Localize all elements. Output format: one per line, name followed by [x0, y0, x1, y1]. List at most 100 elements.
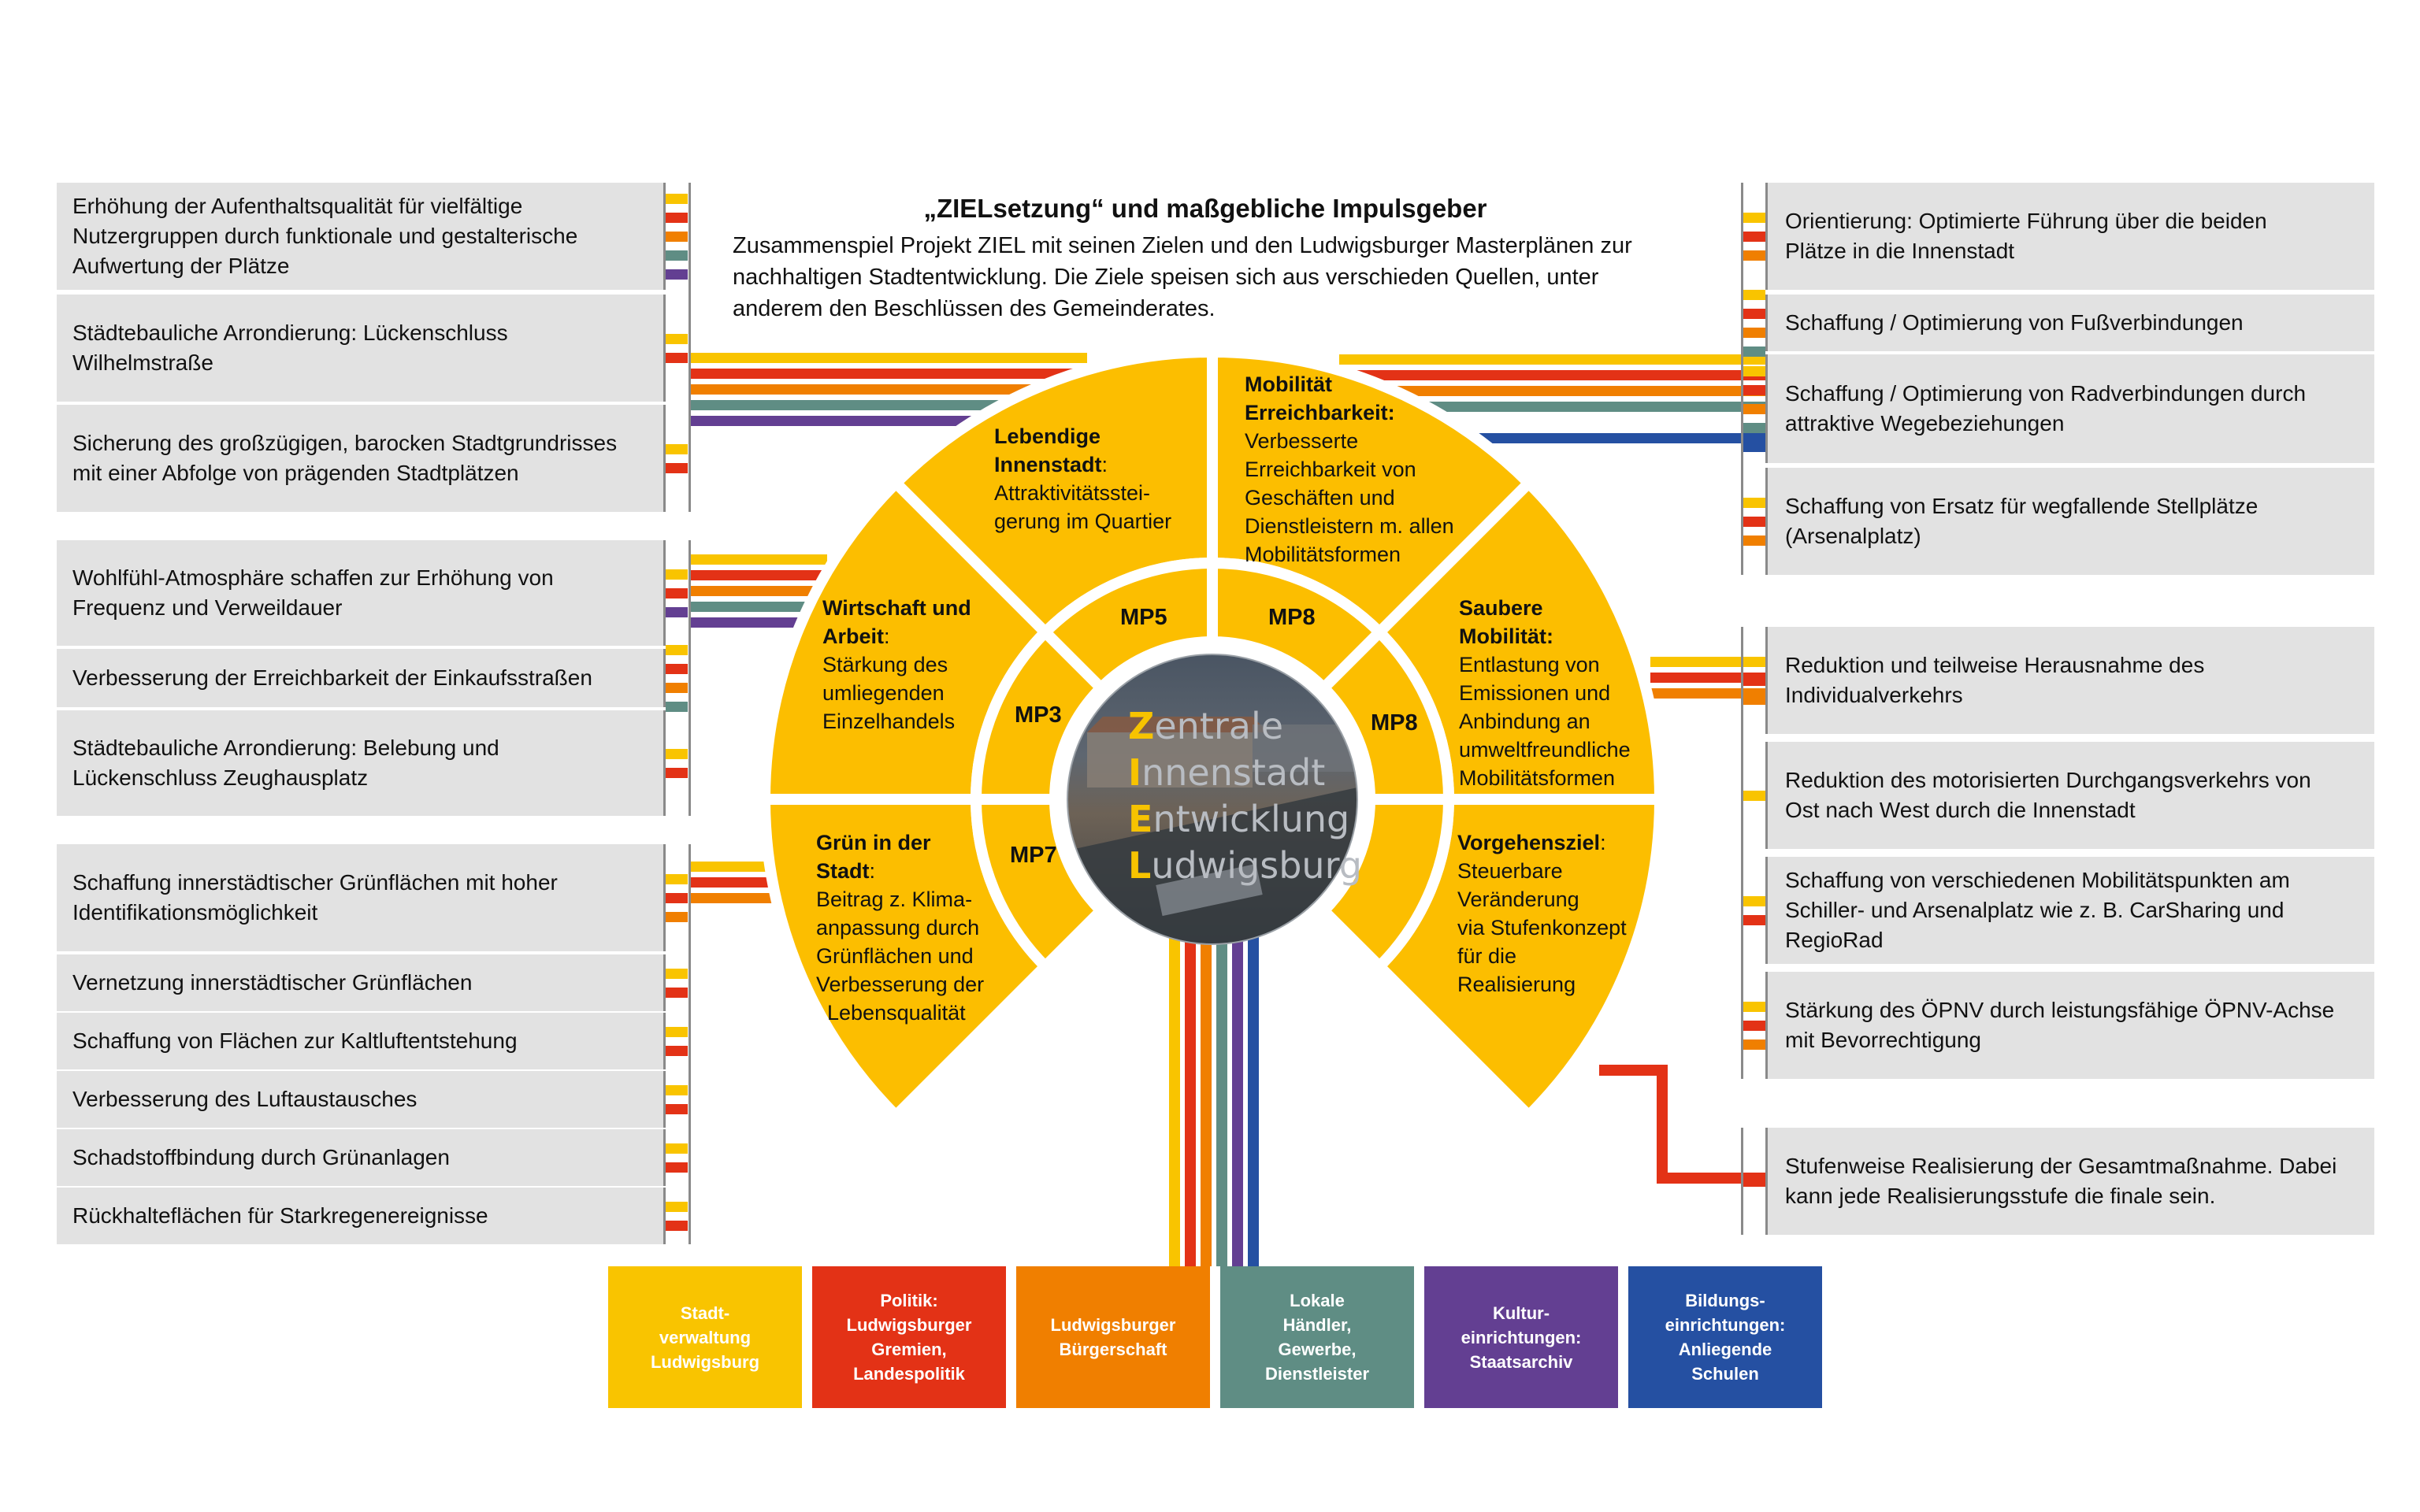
connector-bildung [1418, 433, 1765, 443]
marker-buergerschaft [1743, 536, 1765, 546]
goal-text: Städtebauliche Arrondierung: Belebung un… [72, 733, 499, 793]
stakeholder-line: Ludwigsburger [846, 1315, 972, 1335]
goal-text: Verbesserung des Luftaustausches [72, 1084, 417, 1114]
marker-buergerschaft [1743, 1040, 1765, 1050]
left-goal-box: Schaffung von Flächen zur Kaltluftentste… [57, 1013, 663, 1069]
goal-line: Lückenschluss Zeughausplatz [72, 765, 369, 790]
connector-stadtverwaltung [689, 862, 772, 872]
goal-text: Orientierung: Optimierte Führung über di… [1785, 206, 2267, 266]
box-separator [1765, 295, 1768, 351]
group-separator [689, 183, 691, 512]
group-separator [1741, 627, 1743, 1079]
box-separator [663, 405, 666, 512]
goal-text: Städtebauliche Arrondierung: Lückenschlu… [72, 318, 508, 378]
connector-politik-elbow [1599, 1065, 1765, 1184]
goal-text: Sicherung des großzügigen, barocken Stad… [72, 428, 617, 488]
connector-haendler [689, 602, 827, 612]
mp-label-mp8-right: MP8 [1371, 710, 1418, 736]
box-separator [663, 1129, 666, 1186]
left-goal-box: Sicherung des großzügigen, barocken Stad… [57, 405, 663, 512]
box-separator [1765, 627, 1768, 734]
goal-text: Schaffung / Optimierung von Radverbindun… [1785, 379, 2306, 439]
left-goal-box: Rückhalteflächen für Starkregenereigniss… [57, 1188, 663, 1244]
ziel-line: Zentrale [1128, 705, 1284, 747]
goal-line: Schadstoffbindung durch Grünanlagen [72, 1145, 450, 1169]
right-goal-box: Stufenweise Realisierung der Gesamtmaßna… [1768, 1128, 2374, 1235]
goal-line: Erhöhung der Aufenthaltsqualität für vie… [72, 194, 523, 218]
stakeholder-kultur: Kultur-einrichtungen:Staatsarchiv [1424, 1266, 1618, 1408]
goal-text: Vernetzung innerstädtischer Grünflächen [72, 968, 472, 998]
stakeholder-line: Bürgerschaft [1059, 1340, 1167, 1359]
marker-stadtverwaltung [666, 444, 688, 454]
marker-kultur [666, 269, 688, 280]
marker-stadtverwaltung [666, 1027, 688, 1037]
right-goal-box: Reduktion des motorisierten Durchgangsve… [1768, 742, 2374, 849]
goal-line: RegioRad [1785, 928, 1884, 952]
stakeholder-line: verwaltung [659, 1327, 752, 1347]
stakeholder-line: Schulen [1691, 1364, 1759, 1384]
connector-lines [689, 353, 1765, 1266]
goal-text: Schaffung von Ersatz für wegfallende Ste… [1785, 491, 2258, 551]
left-goal-box: Wohlfühl-Atmosphäre schaffen zur Erhöhun… [57, 540, 663, 646]
box-separator [663, 710, 666, 816]
goal-line: Plätze in die Innenstadt [1785, 239, 2015, 263]
mp-label-mp7: MP7 [1010, 843, 1057, 868]
ziel-acronym: Zentrale Innenstadt Entwicklung Ludwigsb… [1128, 703, 1362, 889]
box-separator [663, 295, 666, 402]
connector-politik [1185, 937, 1196, 1266]
header-line: anderem den Beschlüssen des Gemeinderate… [733, 296, 1216, 321]
stakeholder-line: Anliegende [1678, 1340, 1772, 1359]
stakeholder-line: Staatsarchiv [1469, 1351, 1573, 1372]
goal-line: Verbesserung der Erreichbarkeit der Eink… [72, 665, 592, 690]
stakeholder-line: Politik: [880, 1291, 938, 1310]
stakeholder-line: Dienstleister [1264, 1364, 1370, 1384]
marker-stadtverwaltung [1743, 896, 1765, 906]
box-separator [1765, 468, 1768, 575]
marker-stadtverwaltung [666, 194, 688, 204]
goal-line: Individualverkehrs [1785, 683, 1963, 707]
box-separator [663, 1188, 666, 1244]
goal-line: Schaffung von Flächen zur Kaltluftentste… [72, 1028, 518, 1053]
goal-line: Vernetzung innerstädtischer Grünflächen [72, 970, 473, 995]
right-goal-box: Schaffung von Ersatz für wegfallende Ste… [1768, 468, 2374, 575]
marker-stadtverwaltung [666, 969, 688, 979]
box-separator [1765, 857, 1768, 964]
goal-text: Schaffung von verschiedenen Mobilitätspu… [1785, 865, 2290, 955]
left-goal-box: Städtebauliche Arrondierung: Belebung un… [57, 710, 663, 816]
marker-stadtverwaltung [1743, 791, 1765, 801]
box-separator [1765, 183, 1768, 290]
marker-stadtverwaltung [1743, 657, 1765, 667]
marker-politik [666, 988, 688, 998]
marker-buergerschaft [1743, 695, 1765, 705]
marker-haendler [666, 702, 688, 712]
marker-politik [666, 463, 688, 473]
goal-line: mit einer Abfolge von prägenden Stadtplä… [72, 461, 519, 485]
goal-line: Nutzergruppen durch funktionale und gest… [72, 224, 578, 248]
marker-stadtverwaltung [666, 569, 688, 580]
connector-politik [1650, 673, 1765, 683]
stakeholder-line: Kultur- [1492, 1303, 1550, 1323]
goal-line: attraktive Wegebeziehungen [1785, 411, 2065, 435]
goal-line: Orientierung: Optimierte Führung über di… [1785, 209, 2267, 233]
segment-wirtschaft-arbeit: Wirtschaft und Arbeit: Stärkung des umli… [822, 596, 971, 733]
connector-politik [1339, 370, 1765, 380]
marker-buergerschaft [1743, 250, 1765, 261]
left-goal-box: Vernetzung innerstädtischer Grünflächen [57, 954, 663, 1011]
page-title: „ZIELsetzung“ und maßgebliche Impulsgebe… [923, 194, 1487, 223]
goal-line: Wilhelmstraße [72, 350, 213, 375]
box-separator [1765, 742, 1768, 849]
header-line: nachhaltigen Stadtentwicklung. Die Ziele… [733, 265, 1599, 290]
mp-label-mp8-top: MP8 [1268, 605, 1316, 630]
marker-stadtverwaltung [666, 1085, 688, 1095]
goal-line: Sicherung des großzügigen, barocken Stad… [72, 431, 618, 455]
connector-buergerschaft [689, 893, 772, 903]
goal-line: kann jede Realisierungsstufe die finale … [1785, 1184, 2216, 1208]
marker-stadtverwaltung [1743, 498, 1765, 508]
connector-haendler [1216, 937, 1227, 1266]
goal-text: Verbesserung der Erreichbarkeit der Eink… [72, 663, 592, 693]
ziel-line: Innenstadt [1128, 751, 1326, 794]
